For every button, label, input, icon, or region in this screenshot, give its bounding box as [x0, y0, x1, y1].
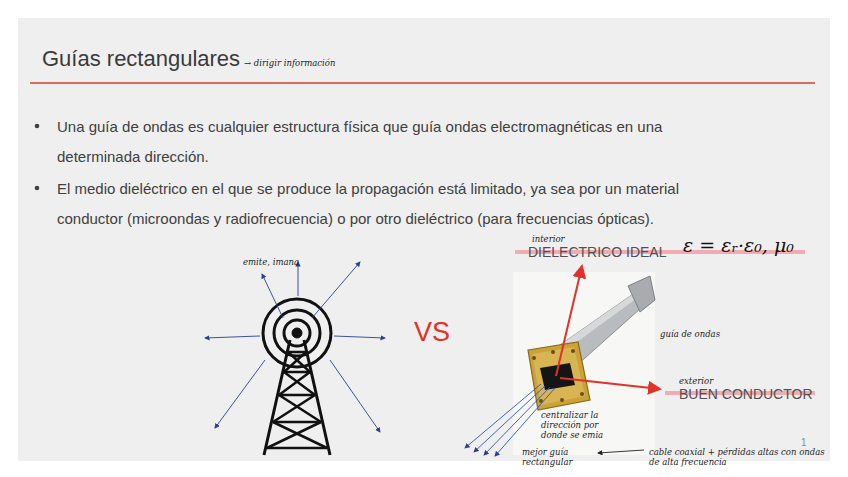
pointer-arrow — [556, 266, 582, 376]
handwritten-note: mejor guía rectangular — [522, 447, 598, 467]
handwritten-note: centralizar la dirección por donde se em… — [541, 410, 621, 440]
title-rule — [30, 82, 815, 84]
radiation-arrows — [205, 262, 385, 432]
handwritten-note: emite, imana — [243, 257, 313, 267]
handwritten-note: guía de ondas — [660, 329, 730, 339]
slide-title: Guías rectangulares — [42, 46, 240, 72]
callout-label: BUEN CONDUCTOR — [679, 386, 813, 402]
handwritten-note: → dirigir información — [244, 58, 335, 68]
hand-arrow — [598, 450, 644, 453]
antenna-icon — [263, 299, 331, 455]
handwritten-note: exterior — [679, 376, 713, 386]
bullet-dot — [35, 124, 40, 129]
permittivity-formula: ε = εᵣ·ε₀, μ₀ — [683, 234, 794, 256]
callout-label: DIELECTRICO IDEAL — [528, 244, 666, 260]
pointer-arrow — [560, 378, 660, 389]
bullet-text: El medio dieléctrico en el que se produc… — [57, 174, 737, 234]
bullet-text: Una guía de ondas es cualquier estructur… — [57, 112, 737, 172]
handwritten-note: interior — [532, 234, 565, 244]
handwritten-note: cable coaxial + pérdidas altas con ondas… — [649, 447, 827, 467]
waveguide-photo — [513, 272, 655, 455]
page-number: 1 — [801, 437, 807, 448]
versus-mark: VS — [414, 317, 450, 348]
bullet-dot — [35, 186, 40, 191]
